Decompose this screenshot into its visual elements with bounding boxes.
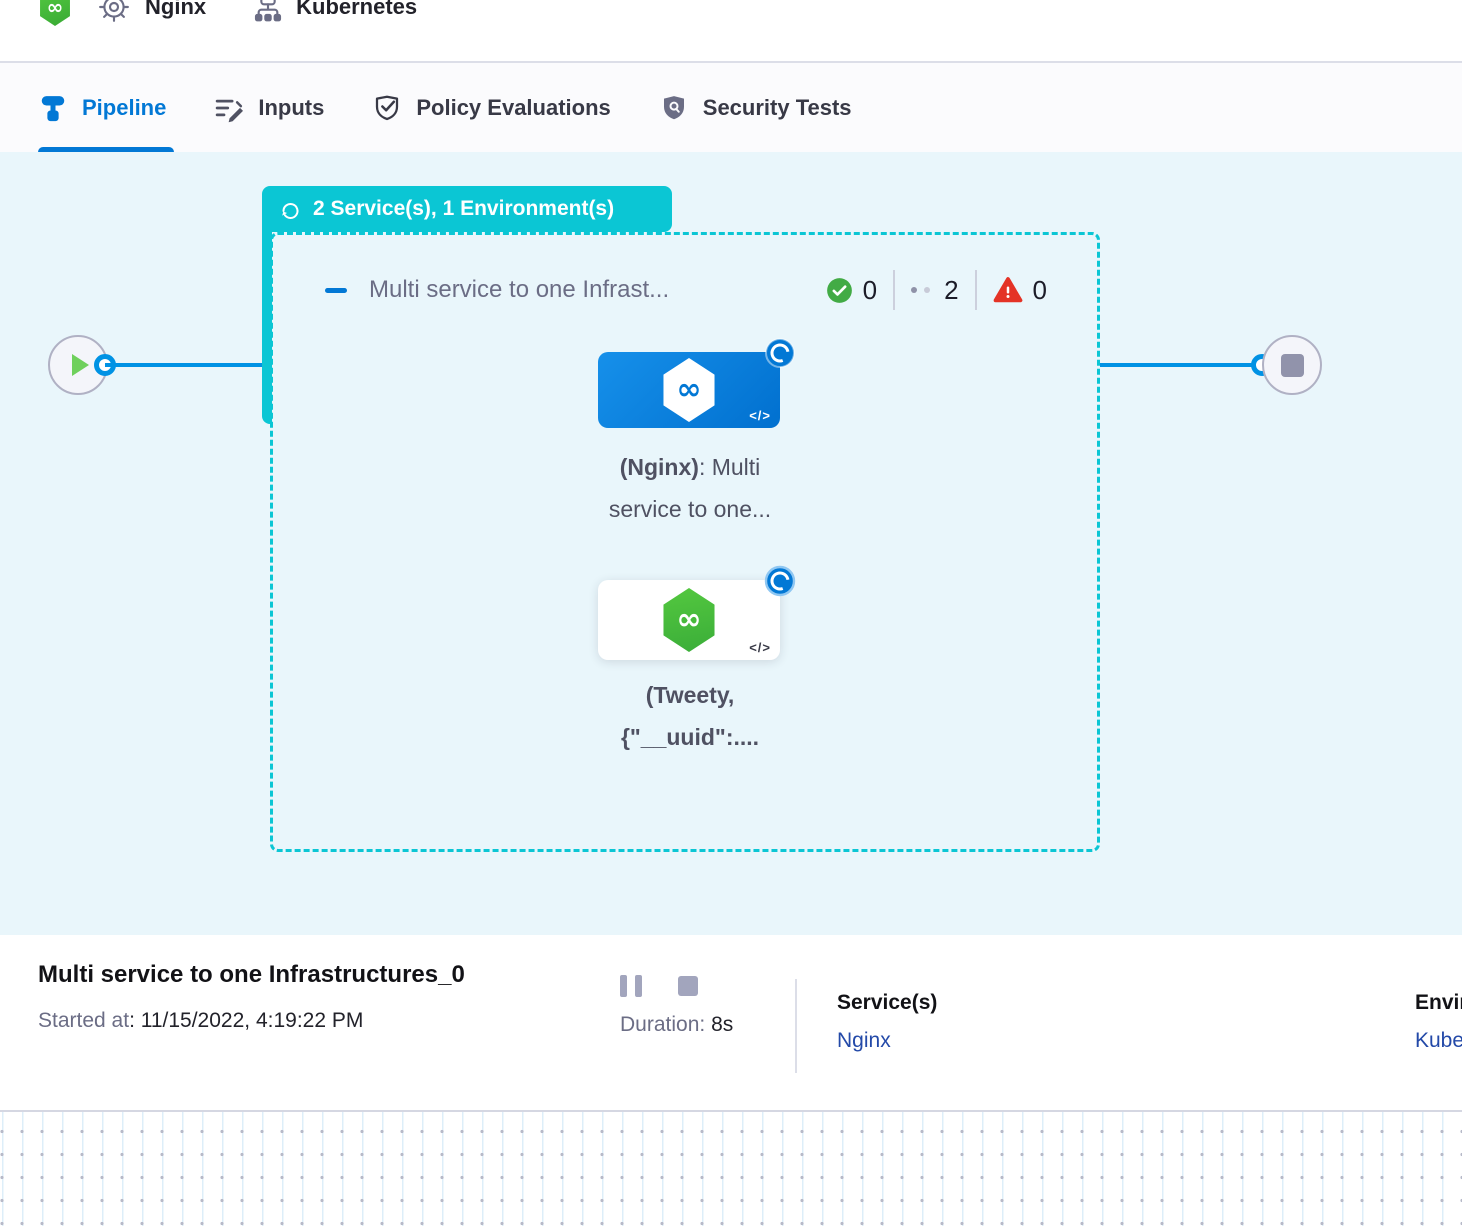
running-dots-icon [911,287,931,293]
tab-security-tests-label: Security Tests [702,94,852,120]
execution-title: Multi service to one Infrastructures_0 [38,961,465,988]
inputs-edit-icon [216,99,244,122]
harness-hexagon-icon: ∞ [663,358,715,422]
active-tab-underline [38,147,175,152]
services-value-link[interactable]: Nginx [837,1029,891,1052]
count-divider [974,270,977,310]
pipeline-canvas[interactable]: 2 Service(s), 1 Environment(s) Multi ser… [0,152,1462,935]
node-nginx-label[interactable]: (Nginx): Multi service to one... [608,454,772,522]
services-label: Service(s) [837,991,938,1014]
tab-pipeline-label: Pipeline [82,94,167,120]
pipeline-end-node[interactable] [1262,335,1322,395]
node-tweety[interactable]: ∞ </> [598,565,796,660]
breadcrumb-service-label[interactable]: Nginx [145,0,207,19]
running-count: 2 [944,274,959,305]
looping-strategy-icon[interactable] [764,565,796,597]
log-canvas-grid [0,1110,1462,1226]
tab-pipeline[interactable]: Pipeline [38,63,175,152]
node-tweety-label[interactable]: (Tweety, {"__uuid":.... [620,682,760,750]
tab-inputs-label: Inputs [258,94,325,120]
stage-group-boundary [270,232,1100,852]
tab-bar: Pipeline Inputs Policy Evaluations Secur… [0,63,1462,152]
code-glyph: </> [749,408,771,423]
execution-summary-bar: Multi service to one Infrastructures_0 S… [0,935,1462,1110]
environments-label: Environment(s) [1415,991,1462,1014]
gear-icon [99,0,129,22]
tab-policy-evaluations[interactable]: Policy Evaluations [372,63,611,152]
collapse-stage-icon[interactable] [325,287,347,293]
check-circle-icon [826,277,852,303]
harness-hexagon-icon: ∞ [663,588,715,652]
tab-inputs[interactable]: Inputs [214,63,324,152]
shield-search-icon [663,95,684,119]
stop-icon [1280,353,1304,377]
pause-button[interactable] [620,975,642,997]
sitemap-icon [255,0,282,22]
edge-stage-to-end [1100,363,1262,367]
count-divider [893,270,896,310]
duration: Duration: 8s [620,1013,734,1036]
warning-triangle-icon [993,277,1022,303]
stage-title[interactable]: Multi service to one Infrast... [369,276,670,303]
environments-value-link[interactable]: Kubernetes [1415,1029,1462,1052]
stage-header: Multi service to one Infrast... 0 2 0 [325,270,1047,310]
tab-security-tests[interactable]: Security Tests [659,63,852,152]
breadcrumb-header: ∞ Nginx Kubernetes [0,0,1462,63]
edge-start-to-stage [105,363,263,367]
pipeline-icon [41,95,65,121]
shield-check-icon [376,95,399,120]
breadcrumb: ∞ Nginx Kubernetes [38,0,417,26]
stage-group-badge[interactable]: 2 Service(s), 1 Environment(s) [262,186,672,232]
started-at: Started at: 11/15/2022, 4:19:22 PM [38,1009,364,1032]
success-count: 0 [862,274,878,305]
harness-logo-icon: ∞ [40,0,70,26]
stage-group-badge-label: 2 Service(s), 1 Environment(s) [313,197,615,220]
stage-status-counts: 0 2 0 [826,270,1047,310]
stage-group-left-bar [262,232,272,424]
breadcrumb-environment-label[interactable]: Kubernetes [296,0,418,19]
loop-icon [282,203,299,219]
code-glyph: </> [749,640,771,655]
stop-button[interactable] [678,976,698,996]
node-nginx[interactable]: ∞ </> [598,338,795,428]
tab-policy-evaluations-label: Policy Evaluations [416,94,611,120]
looping-strategy-icon[interactable] [764,337,796,369]
footer-divider [795,979,797,1073]
play-icon [72,354,89,376]
failed-count: 0 [1032,274,1047,305]
